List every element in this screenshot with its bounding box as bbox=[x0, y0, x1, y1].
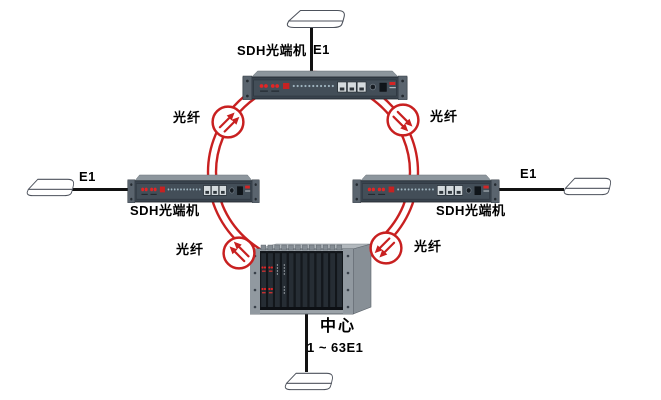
fiber-label-upper-left: 光纤 bbox=[173, 110, 202, 125]
e1-cable-left bbox=[70, 188, 130, 191]
center-label: 中心 bbox=[320, 318, 357, 335]
e1-label-top: E1 bbox=[313, 42, 330, 57]
fiber-direction-indicator-upper-left bbox=[209, 103, 247, 141]
fiber-direction-indicator-upper-right bbox=[384, 101, 422, 139]
e1-label-right: E1 bbox=[520, 166, 537, 181]
e1-label-left: E1 bbox=[79, 169, 96, 184]
sdh-device-left bbox=[127, 174, 260, 203]
sdh-label-left: SDH光端机 bbox=[130, 203, 200, 218]
terminal-box-top bbox=[281, 5, 351, 31]
terminal-box-right bbox=[559, 173, 616, 198]
sdh-label-right: SDH光端机 bbox=[436, 203, 506, 218]
sdh-device-right bbox=[352, 174, 500, 203]
fiber-label-lower-right: 光纤 bbox=[414, 239, 443, 254]
sdh-label-top: SDH光端机 bbox=[237, 43, 307, 58]
fiber-label-lower-left: 光纤 bbox=[176, 242, 205, 257]
terminal-box-bottom bbox=[280, 368, 338, 393]
sdh-device-top bbox=[242, 70, 408, 100]
fiber-direction-indicator-lower-right bbox=[367, 229, 405, 267]
e1-cable-right bbox=[498, 188, 564, 191]
e1-cable-bottom bbox=[305, 312, 308, 372]
fiber-label-upper-right: 光纤 bbox=[430, 109, 459, 124]
fiber-direction-indicator-lower-left bbox=[220, 234, 258, 272]
e1-cable-top bbox=[310, 26, 313, 74]
center-rack bbox=[250, 243, 374, 316]
terminal-box-left bbox=[22, 174, 79, 199]
center-capacity-label: 1 ~ 63E1 bbox=[307, 340, 364, 355]
